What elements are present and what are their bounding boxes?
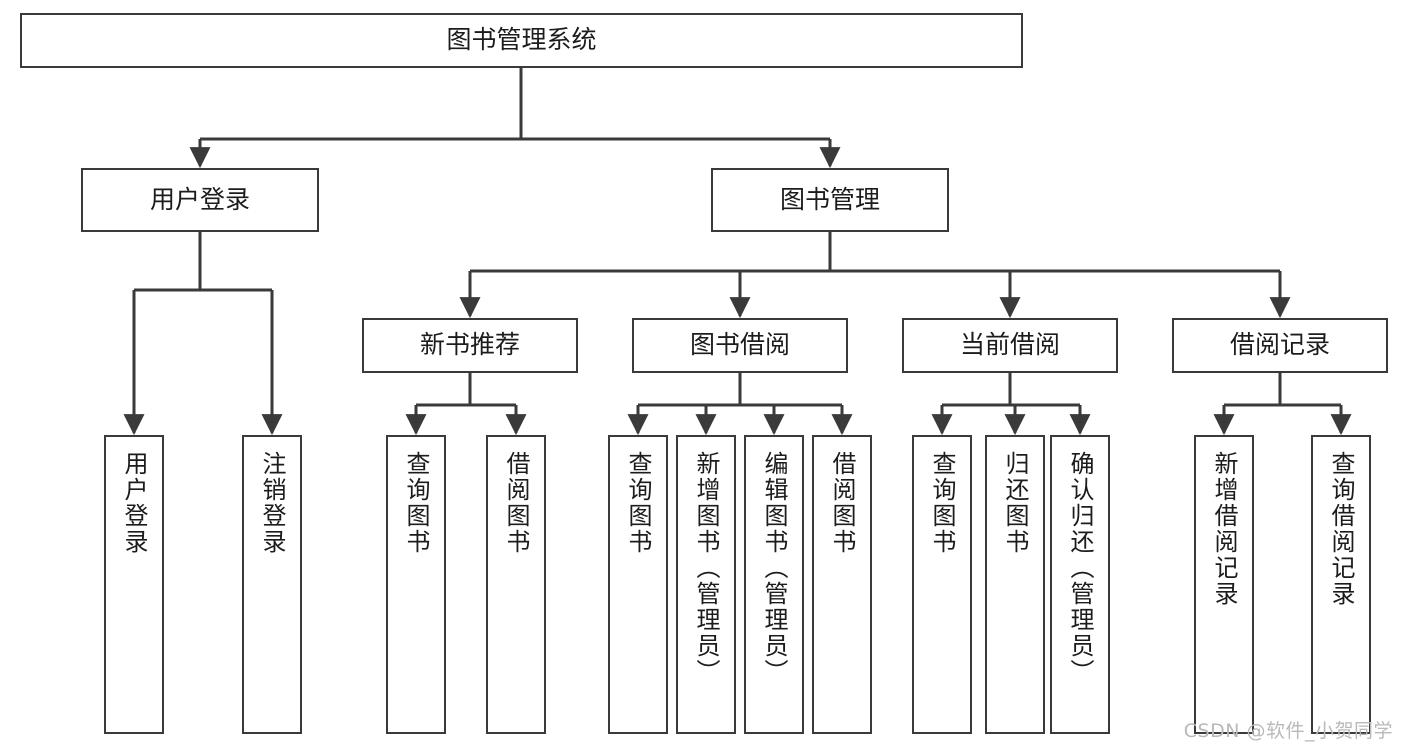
leaf-borrow-book-1[interactable]: 借阅图书 — [486, 435, 546, 734]
node-book-manage[interactable]: 图书管理 — [711, 168, 949, 232]
node-book-manage-label: 图书管理 — [779, 184, 880, 214]
node-user-login-label: 用户登录 — [149, 184, 250, 214]
leaf-edit-book-label: 编辑图书（管理员） — [760, 451, 788, 685]
leaf-edit-book[interactable]: 编辑图书（管理员） — [744, 435, 804, 734]
csdn-watermark: CSDN @软件_小贺同学 — [1183, 720, 1393, 742]
leaf-logout[interactable]: 注销登录 — [242, 435, 302, 734]
node-new-book-rec-label: 新书推荐 — [419, 330, 520, 360]
leaf-borrow-book-1-label: 借阅图书 — [502, 451, 530, 555]
leaf-query-book-1[interactable]: 查询图书 — [386, 435, 446, 734]
leaf-borrow-book-2[interactable]: 借阅图书 — [812, 435, 872, 734]
leaf-query-book-3-label: 查询图书 — [928, 451, 956, 555]
node-borrow-record[interactable]: 借阅记录 — [1172, 318, 1388, 373]
leaf-add-record[interactable]: 新增借阅记录 — [1194, 435, 1254, 734]
node-book-borrow-label: 图书借阅 — [689, 330, 790, 360]
leaf-return-book[interactable]: 归还图书 — [985, 435, 1045, 734]
leaf-confirm-return-label: 确认归还（管理员） — [1066, 451, 1094, 685]
leaf-query-book-3[interactable]: 查询图书 — [912, 435, 972, 734]
leaf-user-login-label: 用户登录 — [120, 451, 148, 555]
leaf-add-book[interactable]: 新增图书（管理员） — [676, 435, 736, 734]
leaf-query-book-2-label: 查询图书 — [624, 451, 652, 555]
leaf-confirm-return[interactable]: 确认归还（管理员） — [1050, 435, 1110, 734]
node-user-login[interactable]: 用户登录 — [81, 168, 319, 232]
leaf-add-record-label: 新增借阅记录 — [1210, 451, 1238, 607]
node-root[interactable]: 图书管理系统 — [20, 13, 1023, 68]
leaf-query-book-1-label: 查询图书 — [402, 451, 430, 555]
leaf-add-book-label: 新增图书（管理员） — [692, 451, 720, 685]
leaf-logout-label: 注销登录 — [258, 451, 286, 555]
leaf-return-book-label: 归还图书 — [1001, 451, 1029, 555]
node-current-borrow-label: 当前借阅 — [959, 330, 1060, 360]
node-borrow-record-label: 借阅记录 — [1229, 330, 1330, 360]
node-current-borrow[interactable]: 当前借阅 — [902, 318, 1118, 373]
leaf-query-record-label: 查询借阅记录 — [1327, 451, 1355, 607]
node-new-book-rec[interactable]: 新书推荐 — [362, 318, 578, 373]
node-book-borrow[interactable]: 图书借阅 — [632, 318, 848, 373]
leaf-borrow-book-2-label: 借阅图书 — [828, 451, 856, 555]
node-root-label: 图书管理系统 — [446, 25, 597, 55]
leaf-query-book-2[interactable]: 查询图书 — [608, 435, 668, 734]
leaf-query-record[interactable]: 查询借阅记录 — [1311, 435, 1371, 734]
leaf-user-login[interactable]: 用户登录 — [104, 435, 164, 734]
